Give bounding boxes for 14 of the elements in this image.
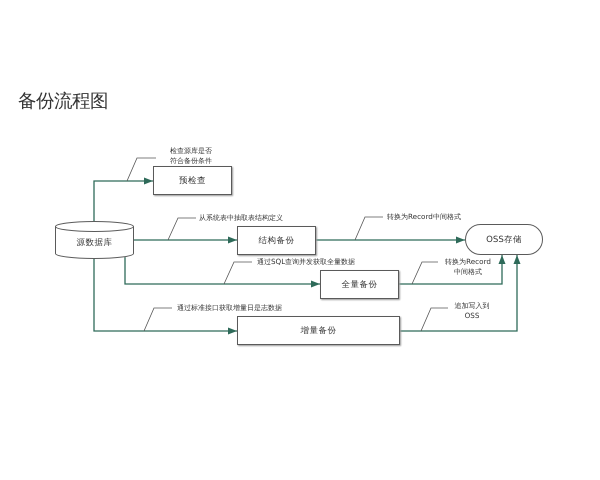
title: 备份流程图 [18,91,108,113]
arrow [400,255,520,332]
arrow [93,259,237,334]
database-cylinder: 源数据库 [55,221,134,259]
process-box: 全量备份 [320,270,399,299]
arrow [316,216,465,244]
arrow [399,255,506,285]
process-box: 预检查 [153,166,232,195]
process-box: 增量备份 [237,316,400,345]
arrow [124,257,320,288]
arrow [93,158,156,221]
arrow [134,218,237,244]
terminal-box: OSS存储 [465,224,543,255]
process-box: 结构备份 [237,226,316,255]
